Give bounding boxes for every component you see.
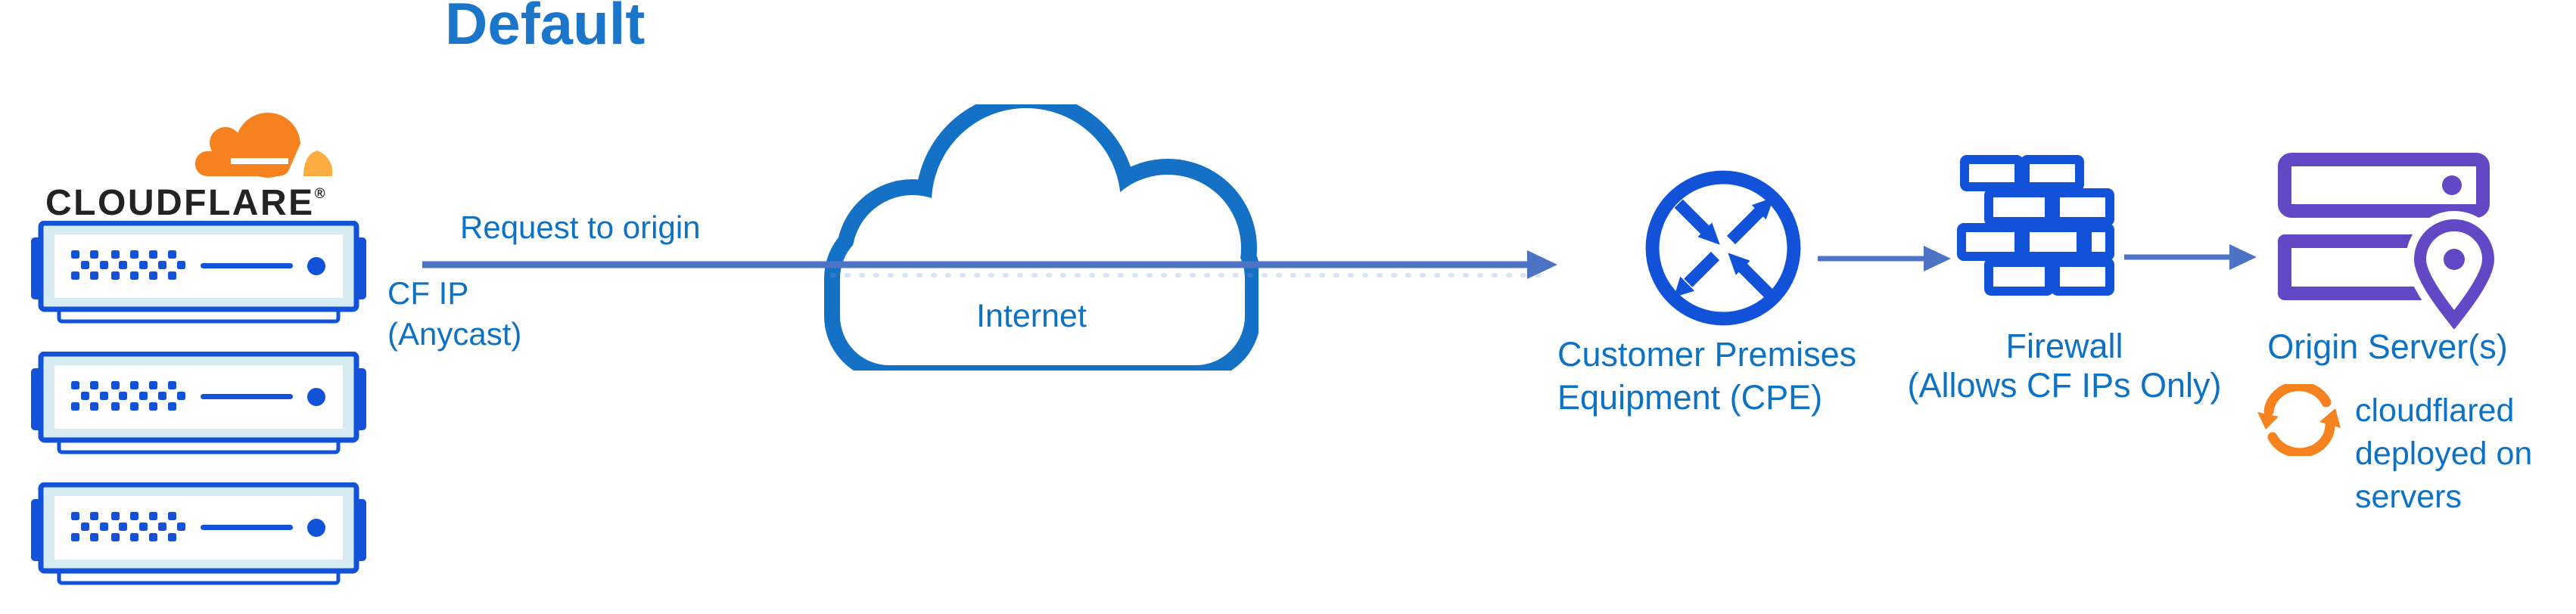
location-pin-icon	[2413, 219, 2495, 329]
origin-servers-icon	[2278, 153, 2497, 329]
cf-ip-anycast-label: CF IP (Anycast)	[387, 273, 521, 355]
logo-flare-gap	[231, 158, 288, 164]
arrowhead-to-firewall	[1924, 246, 1951, 271]
firewall-label: Firewall (Allows CF IPs Only)	[1893, 327, 2235, 405]
internet-label: Internet	[976, 298, 1087, 334]
cpe-router-icon	[1645, 170, 1801, 326]
cloudflared-label: cloudflared deployed on servers	[2355, 389, 2532, 519]
cloudflared-line1: cloudflared	[2355, 392, 2515, 429]
arrowhead-to-origin	[2229, 244, 2257, 270]
cpe-label-line2: Equipment (CPE)	[1557, 378, 1823, 417]
request-to-origin-label: Request to origin	[460, 209, 701, 245]
logo-light-lobe	[303, 150, 333, 176]
cloudflare-wordmark-text: CLOUDFLARE	[45, 183, 315, 223]
firewall-label-line2: (Allows CF IPs Only)	[1907, 366, 2222, 405]
logo-slash-gap	[285, 144, 313, 180]
cf-ip-line2: (Anycast)	[387, 316, 522, 352]
cloudflare-wordmark: CLOUDFLARE®	[45, 176, 325, 222]
cloudflared-line3: servers	[2355, 479, 2462, 515]
cf-ip-line1: CF IP	[387, 275, 469, 311]
cpe-label-line1: Customer Premises	[1557, 335, 1857, 374]
registered-mark: ®	[314, 186, 325, 202]
firewall-icon	[1957, 155, 2114, 296]
cpe-label: Customer Premises Equipment (CPE)	[1557, 333, 1856, 419]
arrowhead-to-cpe	[1527, 250, 1557, 279]
cloudflared-line2: deployed on	[2355, 436, 2533, 472]
origin-servers-label: Origin Server(s)	[2267, 327, 2508, 366]
cloudflare-logo-icon	[195, 113, 333, 180]
firewall-label-line1: Firewall	[2005, 327, 2123, 365]
diagram-title: Default	[445, 0, 646, 57]
cloudflared-sync-icon	[2257, 384, 2341, 456]
